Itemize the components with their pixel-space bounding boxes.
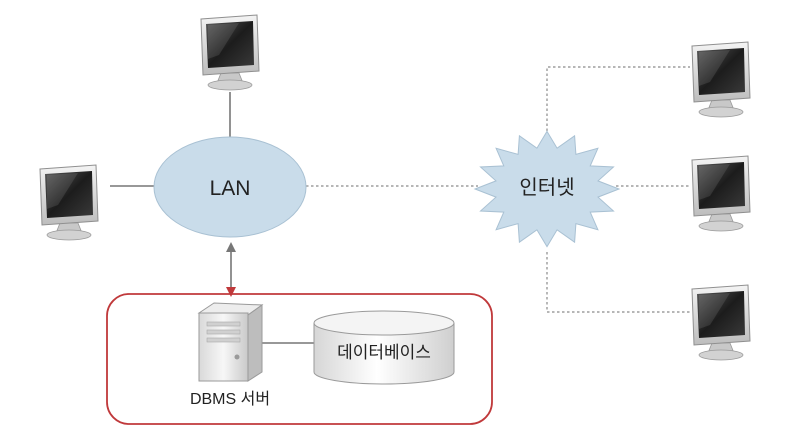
- server-label: DBMS 서버: [190, 390, 270, 408]
- monitor-icon: [691, 284, 751, 361]
- internet-node: 인터넷: [473, 130, 621, 248]
- double-arrow-icon: [226, 242, 236, 297]
- monitor-icon: [200, 14, 260, 91]
- lan-node: LAN: [153, 136, 307, 238]
- connector-internet-monitor-bottom: [546, 252, 690, 313]
- server-tower-icon: [197, 302, 264, 382]
- database-cylinder-icon: 데이터베이스: [313, 310, 455, 385]
- connector-internet-monitor-top: [546, 66, 690, 136]
- monitor-icon: [691, 41, 751, 118]
- lan-label: LAN: [210, 177, 251, 200]
- starburst-icon: [473, 130, 621, 248]
- monitor-icon: [39, 164, 99, 241]
- internet-connectors: [306, 66, 690, 313]
- database-label: 데이터베이스: [337, 343, 431, 362]
- internet-label: 인터넷: [519, 176, 574, 199]
- dbms-group-box: [106, 293, 493, 425]
- cloud-icon: [153, 136, 307, 238]
- monitor-icon: [691, 155, 751, 232]
